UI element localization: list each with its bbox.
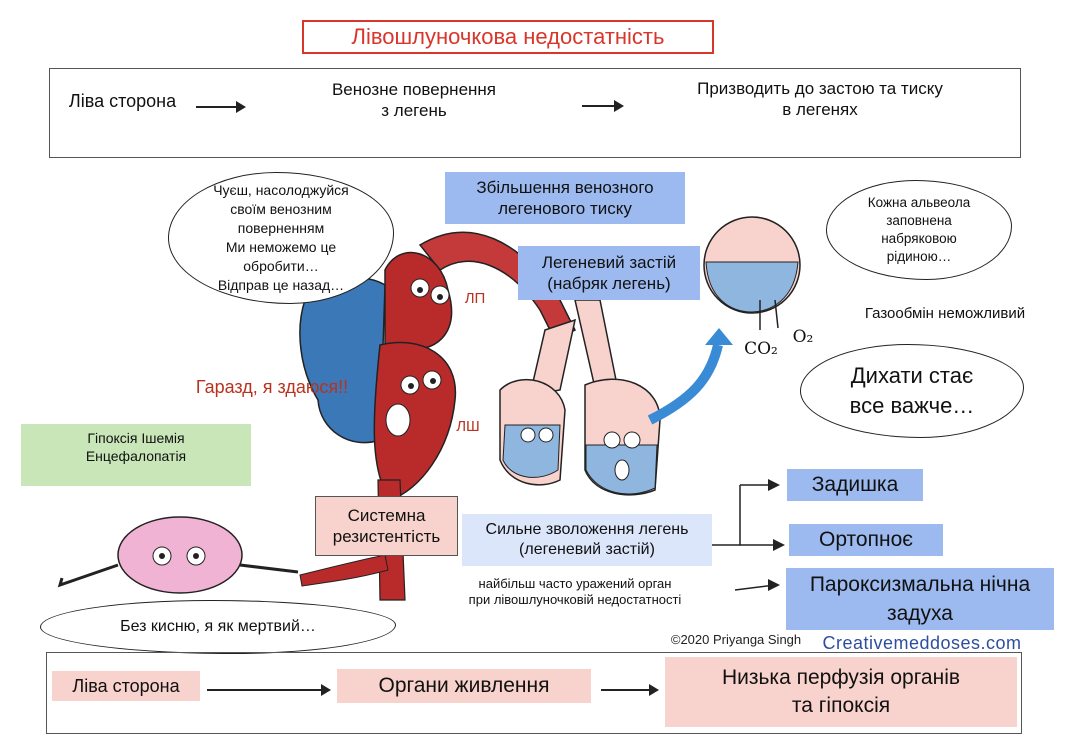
heart-speech-bubble: Чуєш, насолоджуйся своїм венозним поверн… [168,172,394,304]
organ-note: найбільш часто уражений орган при лівошл… [430,572,720,612]
arrow-icon [196,101,246,113]
brain-speech-bubble: Без кисню, я як мертвий… [40,600,396,654]
breathing-speech-bubble: Дихати стає все важче… [800,344,1024,438]
alveola-speech-bubble: Кожна альвеола заповнена набряковою ріди… [826,180,1012,280]
arrow-icon [582,100,624,112]
arrow-icon [705,328,733,345]
organ-note-line2: при лівошлуночковій недостатності [468,592,682,607]
symptom-pnd: Пароксизмальна нічна задуха [786,568,1054,630]
heart-bubble-line: Чуєш, насолоджуйся [213,182,349,199]
venous-pressure-box: Збільшення венозного легенового тиску [445,172,685,224]
page-title: Лівошлуночкова недостатність [302,20,714,54]
o2-label: O₂ [792,327,814,348]
site-text: Creativemeddoses.com [822,632,1022,653]
lung-wetting-line2: (легеневий застій) [519,541,655,558]
flow-arrow [647,343,723,425]
pulmonary-congestion-box: Легеневий застій (набряк легень) [518,246,700,300]
alveola-bubble-line: набряковою [881,231,957,246]
bottom-right-line1: Низька перфузія органів [721,665,961,689]
top-middle-line2: з легень [381,101,447,120]
top-flow-band: Ліва сторона Венозне повернення з легень… [49,68,1021,158]
venous-pressure-line2: легенового тиску [498,199,632,218]
alveola-fluid [705,261,799,313]
bronchus-shape [529,318,577,396]
arrow-icon [207,684,331,696]
heart-bubble-line: Ми неможемо це [225,239,337,255]
bottom-left-label: Ліва сторона [52,671,200,701]
bottom-right-line2: та гіпоксія [791,694,891,717]
top-middle-cell: Венозне повернення з легень [254,73,574,127]
congestion-line2: (набряк легень) [547,274,671,293]
right-heart-shape [299,277,386,444]
arrow-icon [768,579,780,591]
heart-bubble-line: своїм венозним [230,201,332,218]
gas-exchange-text: Газообмін неможливий [864,304,1026,322]
bottom-flow-band: Ліва сторона Органи живлення Низька перф… [46,652,1022,734]
top-right-cell: Призводить до застою та тиску в легенях [628,71,1012,127]
artery-to-brain [299,554,389,587]
heart-bubble-line: поверненням [237,220,325,237]
co2-label: CO₂ [744,339,778,360]
arrow-icon [768,479,780,491]
lung-wetting-line1: Сильне зволоження легень [485,521,689,538]
top-right-line2: в легенях [782,100,858,119]
lung-wetting-box: Сильне зволоження легень (легеневий заст… [462,514,712,566]
systemic-line1: Системна [347,505,426,525]
copyright-text: ©2020 Priyanga Singh [670,631,802,647]
venous-pressure-line1: Збільшення венозного [476,177,654,197]
organ-note-line1: найбільш часто уражений орган [478,575,672,591]
alveola-bubble-line: рідиною… [886,249,952,265]
hypoxia-line2: Енцефалопатія [85,447,187,464]
heart-bubble-line: обробити… [243,257,319,274]
brain-shape [117,516,243,594]
mouth-icon [385,403,411,437]
symptom-orthopnea: Ортопноє [789,524,943,556]
symptom-dyspnea: Задишка [787,469,923,501]
arrow-icon [601,684,659,696]
systemic-resistance-box: Системна резистентість [315,496,458,556]
arrow-icon [773,539,785,551]
bottom-right-cell: Низька перфузія органів та гіпоксія [665,657,1017,727]
brain-arm [57,563,119,588]
pulmonary-vein [418,231,577,342]
top-right-line1: Призводить до застою та тиску [697,78,943,98]
top-middle-line1: Венозне повернення [331,79,497,99]
hypoxia-line1: Гіпоксія Ішемія [87,430,185,446]
left-ventricle-label: ЛШ [456,417,480,435]
breathing-line2: все важче… [849,393,975,418]
top-left-label: Ліва сторона [68,90,177,111]
bottom-middle-cell: Органи живлення [337,669,591,703]
breathing-line1: Дихати стає [850,363,974,389]
heart-bubble-line: Відправ це назад… [217,276,345,293]
systemic-line2: резистентість [332,527,441,546]
hypoxia-box: Гіпоксія Ішемія Енцефалопатія [21,424,251,486]
congestion-line1: Легеневий застій [541,252,677,272]
alveola-bubble-line: Кожна альвеола [867,194,971,210]
give-up-text: Гаразд, я здаюся!! [195,376,349,397]
brain-arm [239,563,299,574]
alveola-bubble-line: заповнена [886,212,952,228]
left-atrium-label: ЛП [464,289,486,307]
